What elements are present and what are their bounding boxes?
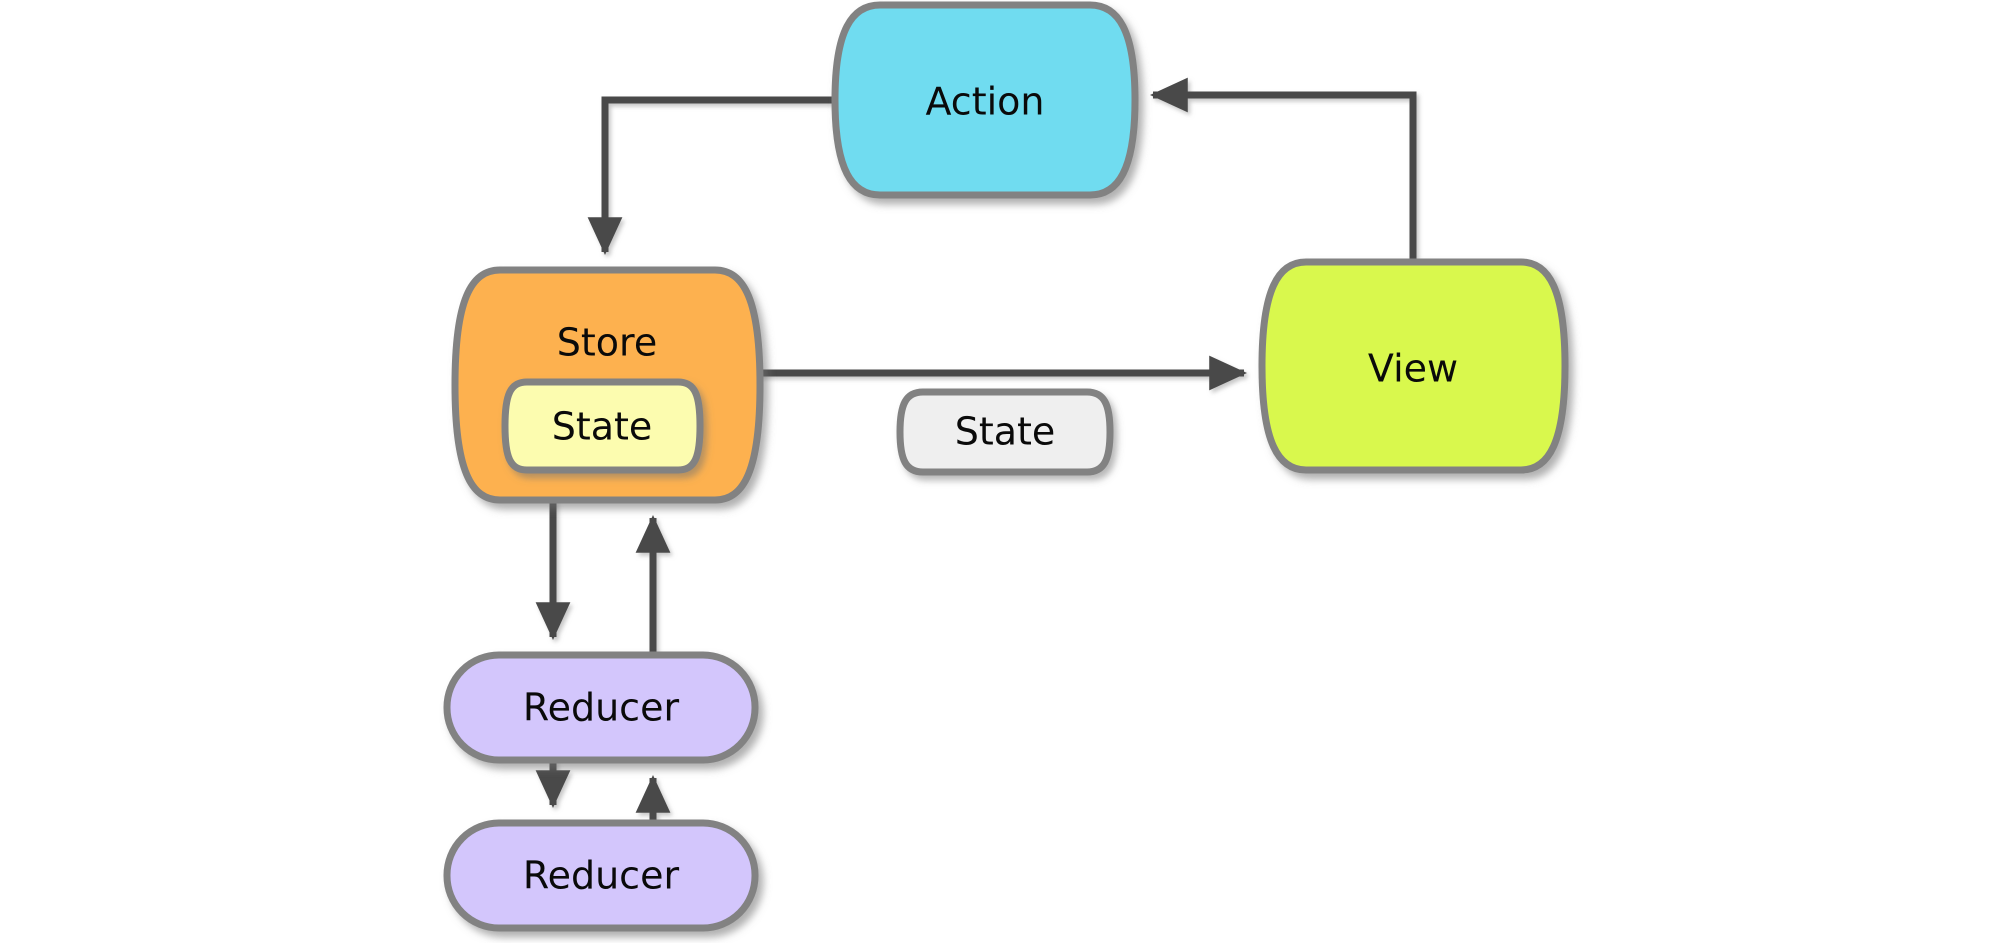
action-label: Action	[925, 80, 1044, 124]
view-shape[interactable]	[1258, 258, 1569, 474]
edges-layer	[535, 77, 1417, 823]
store-state-label: State	[552, 405, 653, 449]
node-reducer-1[interactable]: Reducer	[443, 651, 759, 764]
reducer-2-label: Reducer	[523, 854, 680, 898]
view-label: View	[1368, 347, 1458, 391]
reducer-1-label: Reducer	[523, 686, 680, 730]
node-store-state[interactable]: State	[501, 378, 704, 474]
reducer-1-shape[interactable]	[443, 651, 759, 764]
action-shape[interactable]	[831, 1, 1139, 199]
edge-view-to-action	[1149, 77, 1417, 262]
node-action[interactable]: Action	[831, 1, 1139, 199]
edge-action-to-store	[587, 96, 835, 256]
wire-state-label: State	[955, 410, 1056, 454]
store-label: Store	[557, 321, 657, 365]
store-state-shape[interactable]	[501, 378, 704, 474]
node-reducer-2[interactable]: Reducer	[443, 819, 759, 932]
node-wire-state[interactable]: State	[896, 388, 1114, 476]
node-view[interactable]: View	[1258, 258, 1569, 474]
reducer-2-shape[interactable]	[443, 819, 759, 932]
wire-state-shape[interactable]	[896, 388, 1114, 476]
node-store[interactable]: Store State	[451, 266, 764, 504]
